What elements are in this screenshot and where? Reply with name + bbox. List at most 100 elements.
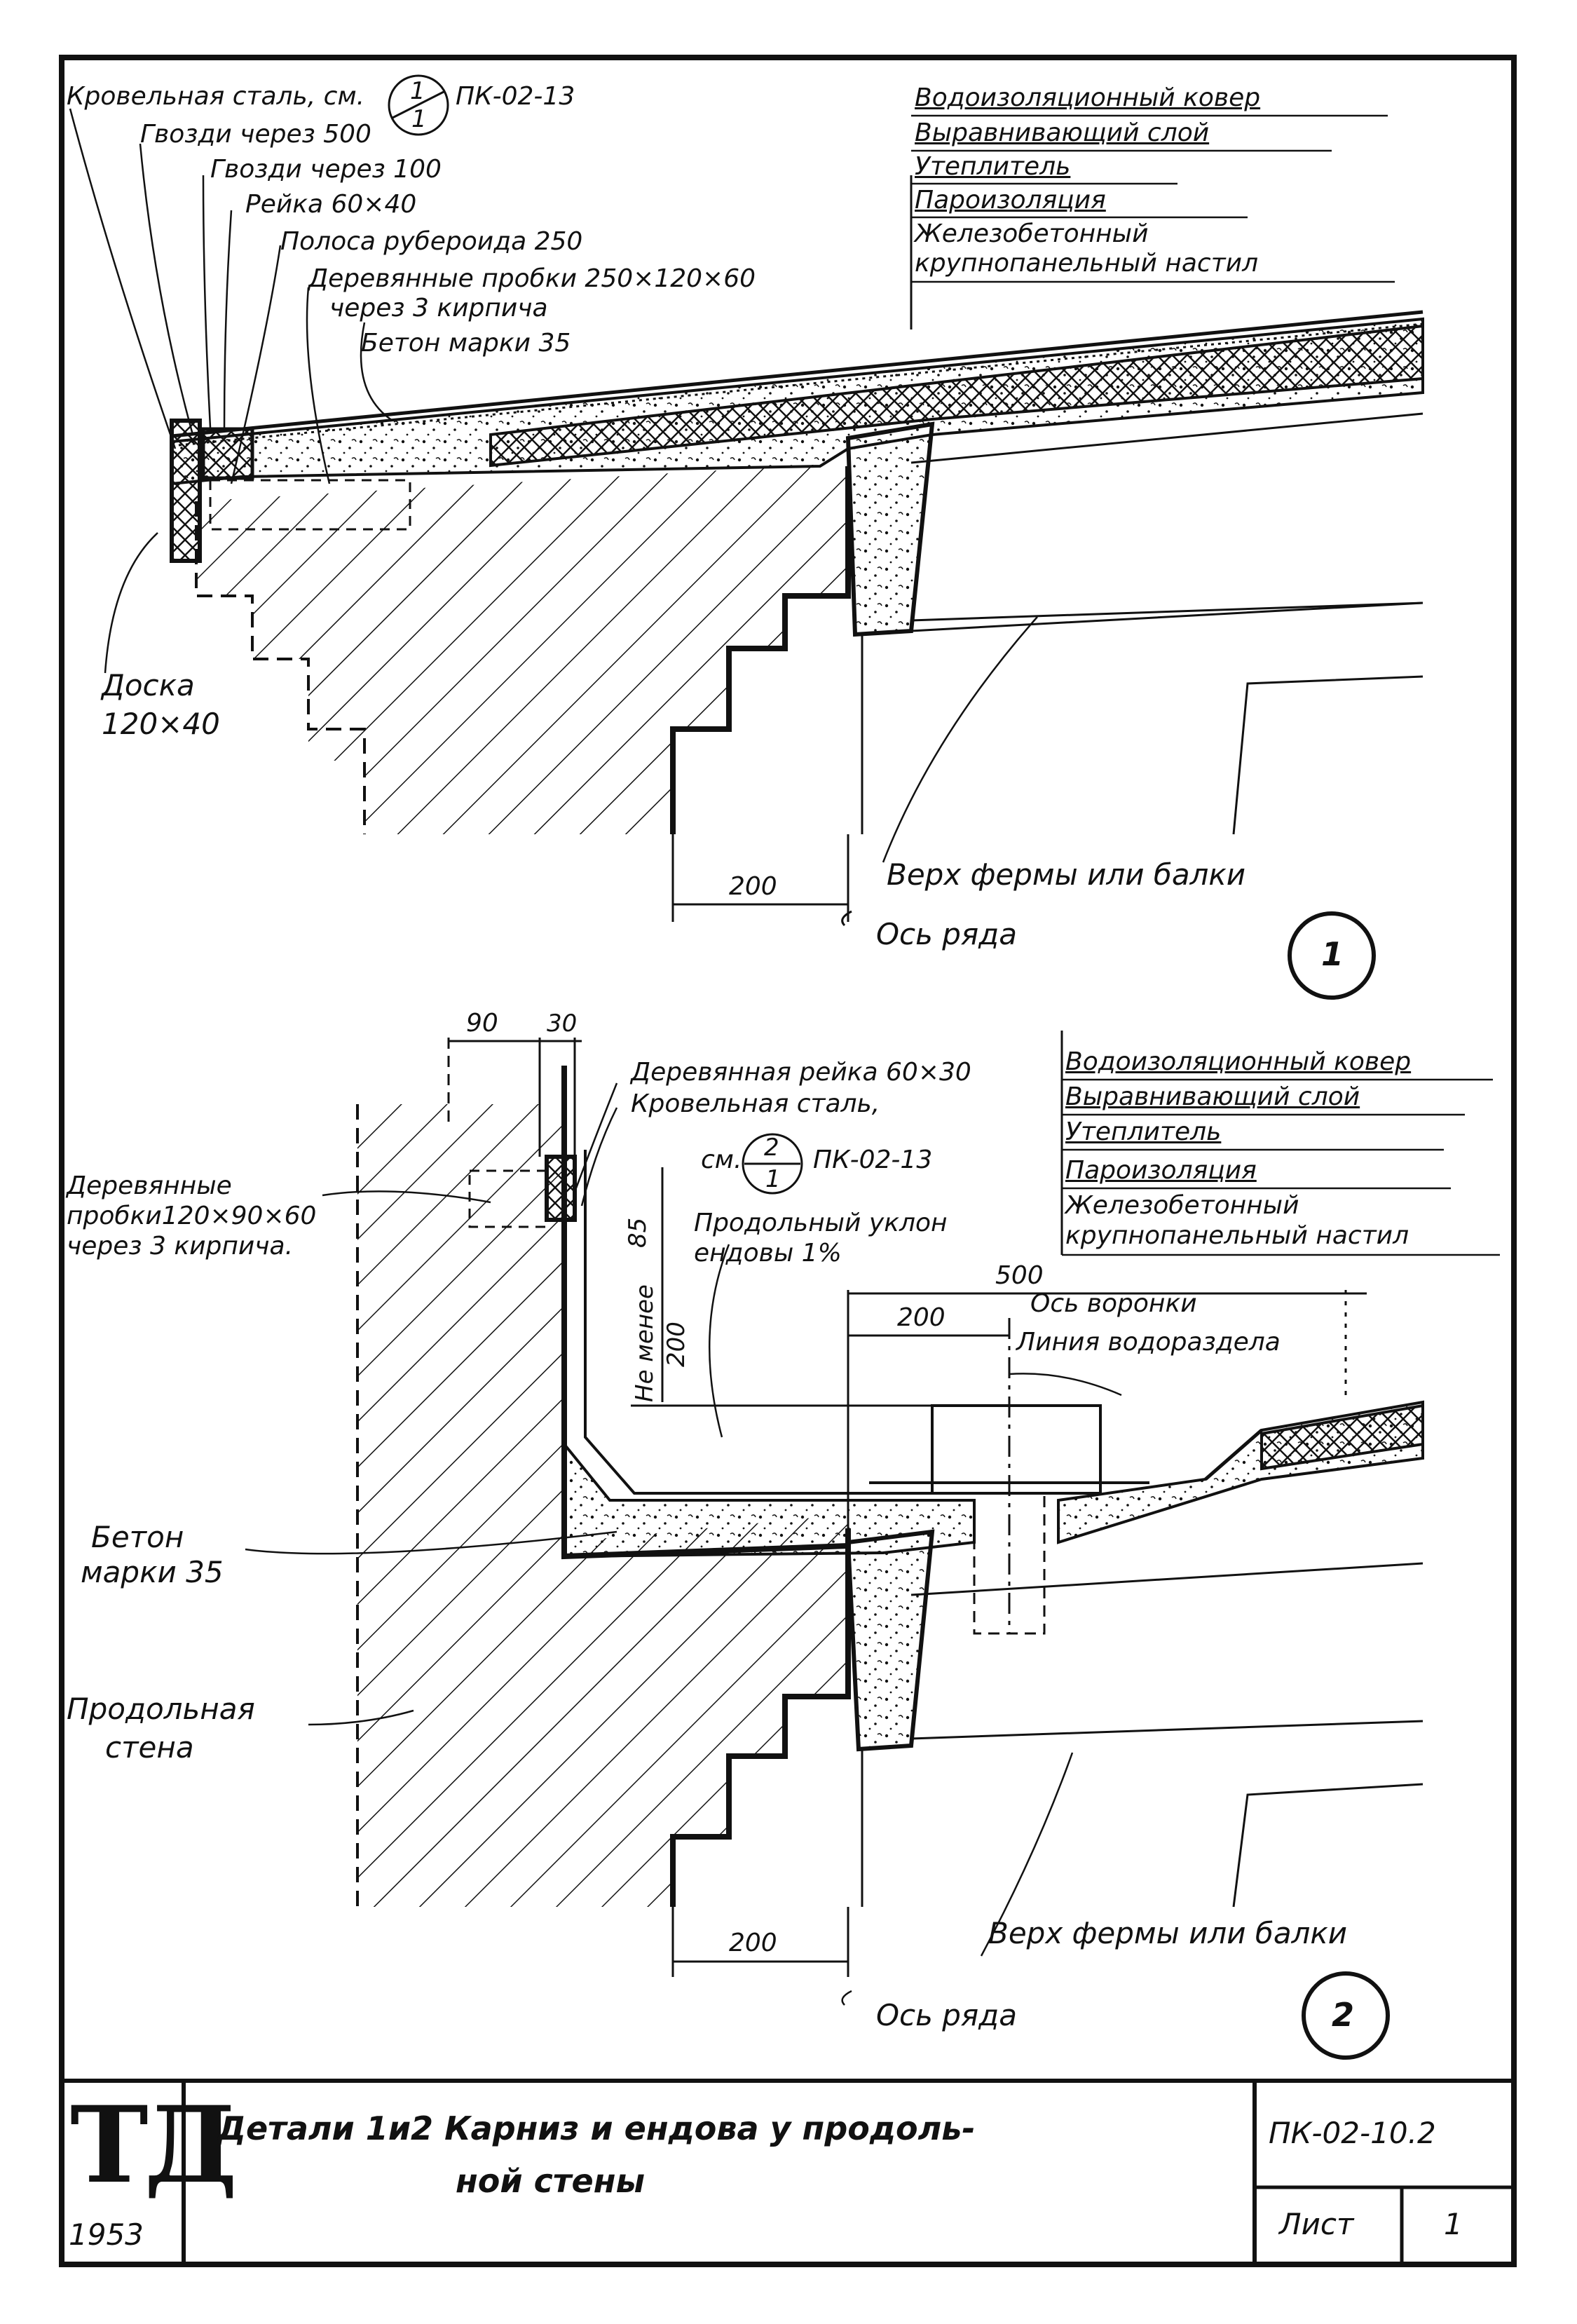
d2-layer-2: Выравнивающий слой: [1065, 1082, 1360, 1111]
title-line-1: Детали 1и2 Карниз и ендова у продоль-: [217, 2109, 976, 2147]
d2-dim-30: 30: [547, 1010, 578, 1038]
d2-layer-4: Пароизоляция: [1065, 1156, 1257, 1185]
d1-every-3-bricks: через 3 кирпича: [329, 294, 548, 322]
d2-watershed: Линия водораздела: [1016, 1328, 1281, 1357]
d1-layer-4: Пароизоляция: [915, 186, 1106, 215]
stamp-year: 1953: [69, 2217, 144, 2252]
detail-1-number-circle: [1288, 911, 1376, 1000]
d1-nails-100: Гвозди через 100: [210, 155, 442, 184]
d2-dim-85: 85: [624, 1217, 652, 1248]
detail-1-stepped-edge: [670, 466, 851, 834]
d1-dim-200: 200: [729, 872, 777, 901]
d1-board-label: Доска: [102, 668, 195, 702]
d1-ruberoid: Полоса рубероида 250: [280, 227, 583, 256]
detail-2-number-circle: [1302, 1971, 1390, 2060]
detail-1-truss-outline: [861, 602, 1424, 834]
detail-1-brick-wall: [196, 463, 848, 834]
d2-concrete-2: марки 35: [81, 1555, 224, 1589]
d2-wall-2: стена: [105, 1730, 194, 1765]
d2-row-axis: Ось ряда: [876, 1998, 1017, 2032]
detail-1-stepped-outline-dashed: [195, 501, 366, 834]
d1-board-size: 120×40: [102, 707, 220, 741]
detail-2-insulation: [1260, 1404, 1424, 1471]
detail-2-funnel: [931, 1404, 1102, 1495]
d2-not-less-1: Не менее: [631, 1284, 659, 1402]
detail-1-eave-board: [170, 419, 202, 563]
detail-1-wood-plug: [209, 479, 411, 531]
d1-roof-steel-ref: ПК-02-13: [456, 82, 575, 111]
detail-1-panel-bottom: [910, 602, 1424, 622]
detail-2-wood-rail: [545, 1155, 577, 1222]
d2-rail: Деревянная рейка 60×30: [631, 1058, 971, 1087]
d2-plugs-3: через 3 кирпича.: [67, 1232, 294, 1260]
d2-detail-number: 2: [1332, 1996, 1355, 2034]
d2-ref-circle-top: 2: [764, 1134, 779, 1162]
detail-2-stepped-edge: [670, 1528, 851, 1907]
detail-1-ref-circle: [388, 74, 449, 136]
d2-layer-5: Железобетонный: [1065, 1191, 1299, 1220]
detail-2-panel-rib: [845, 1529, 935, 1752]
detail-2-brick-wall: [357, 1104, 848, 1907]
d2-roof-steel-ref: ПК-02-13: [813, 1146, 933, 1174]
d1-batten: Рейка 60×40: [245, 190, 417, 219]
detail-2-drawing: [245, 1031, 1500, 2060]
d2-wall-1: Продольная: [67, 1692, 255, 1726]
d1-layer-2: Выравнивающий слой: [915, 118, 1210, 147]
d2-concrete-1: Бетон: [91, 1520, 184, 1554]
d2-not-less-2: 200: [662, 1321, 690, 1367]
drawing-code: ПК-02-10.2: [1269, 2116, 1436, 2150]
d2-layer-6: крупнопанельный настил: [1065, 1221, 1409, 1250]
d2-slope-1: Продольный уклон: [694, 1209, 948, 1237]
detail-1-insulation: [489, 324, 1424, 468]
d2-dim-200: 200: [729, 1929, 777, 1957]
detail-2-waterproof-up: [584, 1150, 967, 1495]
d1-layer-6: крупнопанельный настил: [915, 249, 1259, 278]
detail-2-panel-bottom: [910, 1720, 1424, 1740]
d2-slope-2: ендовы 1%: [694, 1239, 842, 1268]
d1-layer-3: Утеплитель: [915, 152, 1071, 181]
d2-dim-500: 500: [995, 1261, 1044, 1290]
d1-concrete: Бетон марки 35: [361, 329, 571, 358]
d1-row-axis: Ось ряда: [876, 917, 1017, 951]
detail-2-truss-inner: [1232, 1783, 1424, 1908]
d2-plugs-1: Деревянные: [67, 1171, 232, 1200]
d2-roof-steel: Кровельная сталь,: [631, 1089, 880, 1118]
detail-1-waterproof-carpet: [171, 310, 1424, 438]
title-line-2: ной стены: [456, 2162, 646, 2200]
detail-1-panel-soffit: [910, 412, 1424, 464]
d1-ref-circle-top: 1: [410, 77, 425, 105]
detail-2-parapet-face: [561, 1066, 849, 1560]
d2-layer-1: Водоизоляционный ковер: [1065, 1047, 1412, 1076]
sheet-label: Лист: [1279, 2207, 1354, 2241]
detail-1-leaders: [69, 108, 393, 674]
detail-1-truss-inner: [1232, 675, 1424, 835]
detail-1-drawing: [69, 74, 1424, 1000]
sheet-number: 1: [1444, 2207, 1463, 2241]
d2-plugs-2: пробки120×90×60: [67, 1202, 317, 1230]
d1-detail-number: 1: [1321, 935, 1344, 973]
d1-wood-plugs: Деревянные пробки 250×120×60: [308, 264, 756, 293]
d1-truss-top: Верх фермы или балки: [887, 857, 1246, 892]
detail-1-panel-rib: [845, 421, 935, 637]
d1-nails-500: Гвозди через 500: [140, 120, 371, 149]
detail-2-leaders: [245, 1082, 1122, 2006]
d2-funnel-axis: Ось воронки: [1030, 1289, 1197, 1318]
d1-roof-steel-label: Кровельная сталь, см.: [67, 82, 365, 111]
d2-see: см.: [701, 1146, 742, 1174]
d1-layer-1: Водоизоляционный ковер: [915, 83, 1261, 112]
detail-1-axis-tick: [841, 910, 852, 927]
d2-layer-3: Утеплитель: [1065, 1117, 1222, 1146]
d2-dim-200-funnel: 200: [897, 1303, 945, 1332]
d2-dim-90: 90: [466, 1009, 498, 1038]
detail-2-panel-soffit: [910, 1562, 1424, 1596]
d1-layer-5: Железобетонный: [915, 219, 1149, 248]
d1-ref-circle-bottom: 1: [411, 105, 427, 133]
detail-2-ref-circle: [742, 1133, 803, 1195]
detail-1-truss-leader: [882, 616, 1038, 863]
d2-ref-circle-bottom: 1: [765, 1165, 781, 1193]
stamp-logo: ТД: [70, 2084, 238, 2207]
detail-1-batten: [201, 427, 254, 480]
d2-truss-top: Верх фермы или балки: [988, 1916, 1348, 1950]
